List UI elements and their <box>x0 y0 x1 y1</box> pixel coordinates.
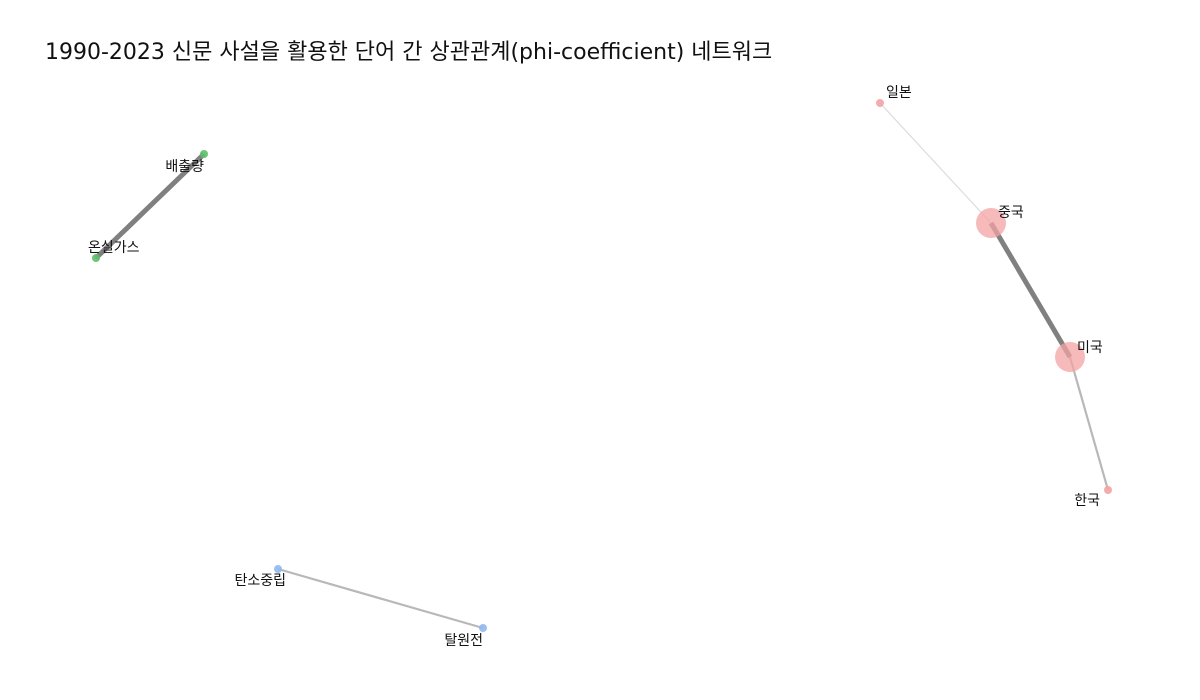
node-중국 <box>976 208 1006 238</box>
node-label-일본: 일본 <box>886 85 912 101</box>
node-온실가스 <box>92 254 100 262</box>
edge-미국-한국 <box>1068 356 1110 491</box>
node-label-온실가스: 온실가스 <box>88 240 140 256</box>
node-배출량 <box>200 150 208 158</box>
node-탄소중립 <box>274 565 282 573</box>
node-label-탈원전: 탈원전 <box>444 633 483 649</box>
edge-일본-중국 <box>879 102 992 224</box>
node-한국 <box>1104 486 1112 494</box>
edge-배출량-온실가스 <box>94 152 206 260</box>
node-label-중국: 중국 <box>998 205 1024 221</box>
node-label-배출량: 배출량 <box>165 159 204 175</box>
node-label-탄소중립: 탄소중립 <box>234 573 286 589</box>
node-미국 <box>1055 342 1085 372</box>
edges-layer <box>94 102 1110 630</box>
edge-탄소중립-탈원전 <box>277 567 484 630</box>
edge-중국-미국 <box>988 221 1073 359</box>
node-label-미국: 미국 <box>1077 340 1103 356</box>
node-탈원전 <box>479 624 487 632</box>
node-label-한국: 한국 <box>1074 493 1100 509</box>
nodes-layer <box>92 99 1112 632</box>
chart-title: 1990-2023 신문 사설을 활용한 단어 간 상관관계(phi-coeff… <box>45 40 773 65</box>
node-일본 <box>876 99 884 107</box>
